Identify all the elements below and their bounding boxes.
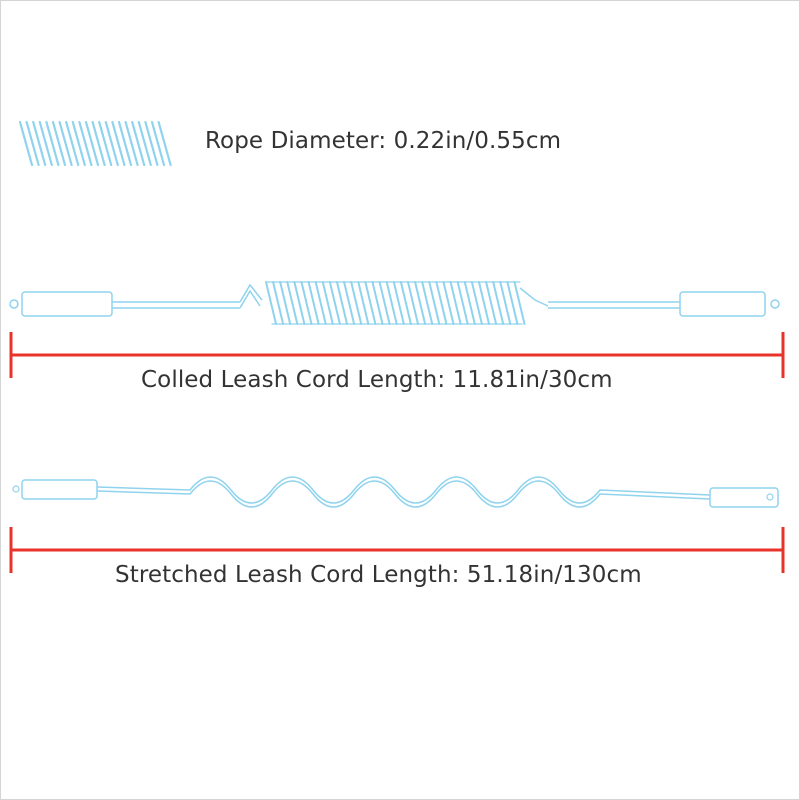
coil-loop bbox=[442, 281, 455, 325]
coil-loop bbox=[364, 281, 377, 325]
right-end-cap bbox=[709, 487, 779, 508]
swatch-strand bbox=[32, 120, 47, 167]
coil-loop bbox=[449, 281, 462, 325]
swatch-strand bbox=[78, 120, 93, 167]
coil-loop bbox=[463, 281, 476, 325]
coil-loop bbox=[421, 281, 434, 325]
rope-diameter-label: Rope Diameter: 0.22in/0.55cm bbox=[205, 128, 562, 154]
coil-loop bbox=[499, 281, 512, 325]
swatch-strand bbox=[71, 120, 86, 167]
swatch-strand bbox=[51, 120, 67, 167]
coil-loop bbox=[378, 281, 391, 325]
swatch-strand bbox=[157, 120, 172, 167]
swatch-strand bbox=[150, 120, 166, 167]
swatch-strand bbox=[98, 120, 113, 167]
swatch-strand bbox=[65, 120, 80, 167]
coil-swatch-icon bbox=[18, 120, 172, 167]
coil-loop bbox=[513, 281, 526, 325]
swatch-strand bbox=[104, 120, 119, 167]
coil-loop bbox=[414, 281, 427, 325]
stretched-measure-line bbox=[9, 527, 785, 573]
coil-loop bbox=[470, 281, 483, 325]
coil-body bbox=[265, 281, 526, 325]
coiled-cord-icon bbox=[9, 281, 780, 325]
swatch-strand bbox=[91, 120, 106, 167]
coil-loop bbox=[392, 281, 405, 325]
coil-loop bbox=[407, 281, 419, 325]
coil-loop bbox=[314, 281, 327, 325]
coil-loop bbox=[357, 281, 370, 325]
swatch-strand bbox=[45, 120, 60, 167]
stretched-cord-icon bbox=[12, 476, 779, 508]
coil-loop bbox=[350, 281, 363, 325]
coil-loop bbox=[485, 281, 498, 325]
swatch-strand bbox=[124, 120, 139, 167]
coil-loop bbox=[385, 281, 398, 325]
swatch-strand bbox=[25, 120, 40, 167]
swatch-strand bbox=[58, 120, 73, 167]
swatch-strand bbox=[117, 120, 133, 167]
swatch-strand bbox=[144, 120, 159, 167]
swatch-strand bbox=[111, 120, 126, 167]
coil-loop bbox=[307, 281, 320, 325]
coil-loop bbox=[478, 281, 490, 325]
coil-loop bbox=[336, 281, 348, 325]
coiled-length-label: Colled Leash Cord Length: 11.81in/30cm bbox=[141, 367, 613, 393]
swatch-strand bbox=[137, 120, 152, 167]
swatch-strand bbox=[18, 120, 34, 167]
coil-loop bbox=[300, 281, 313, 325]
coil-loop bbox=[321, 281, 334, 325]
coil-loop bbox=[272, 281, 285, 325]
coil-loop bbox=[265, 281, 277, 325]
coil-loop bbox=[506, 281, 519, 325]
swatch-strand bbox=[131, 120, 146, 167]
coil-loop bbox=[435, 281, 448, 325]
coil-loop bbox=[492, 281, 505, 325]
coil-loop bbox=[371, 281, 384, 325]
right-end-cap bbox=[679, 291, 766, 317]
swatch-strand bbox=[84, 120, 100, 167]
coil-loop bbox=[399, 281, 412, 325]
coil-loop bbox=[343, 281, 356, 325]
coil-loop bbox=[456, 281, 469, 325]
swatch-strand bbox=[38, 120, 53, 167]
coil-loop bbox=[293, 281, 306, 325]
stretched-length-label: Stretched Leash Cord Length: 51.18in/130… bbox=[115, 562, 642, 588]
left-end-cap bbox=[21, 479, 98, 500]
coil-loop bbox=[428, 281, 441, 325]
left-end-cap bbox=[21, 291, 113, 317]
coil-loop bbox=[279, 281, 292, 325]
coil-loop bbox=[328, 281, 341, 325]
coiled-measure-line bbox=[9, 332, 785, 378]
coil-loop bbox=[286, 281, 299, 325]
